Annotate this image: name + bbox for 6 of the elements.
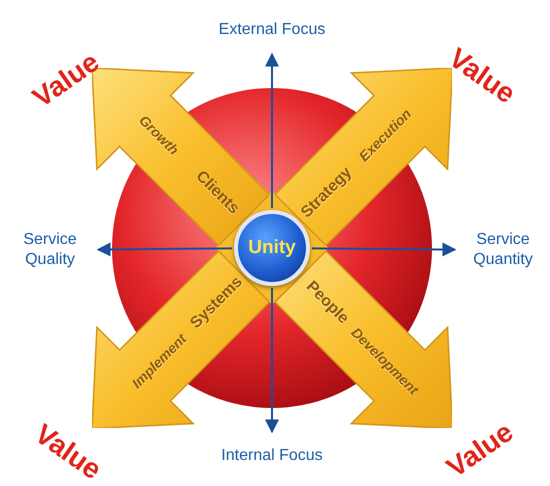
axis-label: Service Quantity (457, 228, 549, 272)
axis-label: Service Quality (4, 228, 96, 272)
value-label: Value (26, 46, 106, 114)
value-label: Value (440, 416, 520, 484)
axis-label: External Focus (217, 8, 327, 52)
axis-label: Internal Focus (217, 434, 327, 478)
